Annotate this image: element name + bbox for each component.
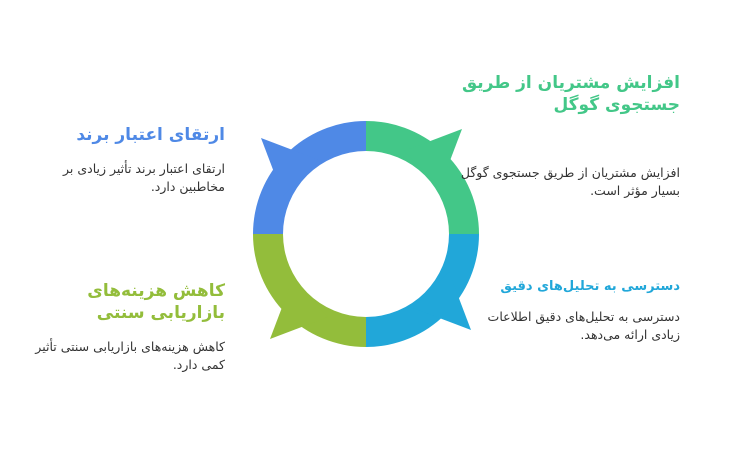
section-google-description: افزایش مشتریان از طریق جستجوی گوگل بسیار…	[460, 165, 680, 198]
section-cost-title: کاهش هزینه‌های بازاریابی سنتی	[87, 281, 225, 323]
segment-cost-arrow	[270, 281, 328, 339]
section-brand-description: ارتقای اعتبار برند تأثیر زیادی بر مخاطبی…	[63, 161, 225, 194]
segment-brand	[253, 121, 366, 234]
section-analytics: دسترسی به تحلیل‌های دقیق دسترسی به تحلیل…	[480, 278, 680, 344]
section-analytics-title: دسترسی به تحلیل‌های دقیق	[500, 279, 680, 294]
segment-google-arrow	[404, 129, 462, 187]
section-analytics-description: دسترسی به تحلیل‌های دقیق اطلاعات زیادی ا…	[487, 309, 680, 342]
segment-cost	[253, 234, 366, 347]
section-google-title: افزایش مشتریان از طریق جستجوی گوگل	[461, 73, 680, 115]
segment-analytics	[366, 234, 479, 347]
section-cost-reduction: کاهش هزینه‌های بازاریابی سنتی کاهش هزینه…	[20, 280, 225, 374]
section-brand-credibility: ارتقای اعتبار برند ارتقای اعتبار برند تأ…	[20, 124, 225, 196]
section-cost-description: کاهش هزینه‌های بازاریابی سنتی تأثیر کمی …	[35, 339, 225, 372]
segment-brand-arrow	[261, 138, 319, 196]
segment-google	[366, 121, 479, 234]
segment-analytics-arrow	[413, 272, 471, 330]
section-google-search: افزایش مشتریان از طریق جستجوی گوگل افزای…	[440, 72, 680, 200]
section-brand-title: ارتقای اعتبار برند	[76, 125, 225, 145]
